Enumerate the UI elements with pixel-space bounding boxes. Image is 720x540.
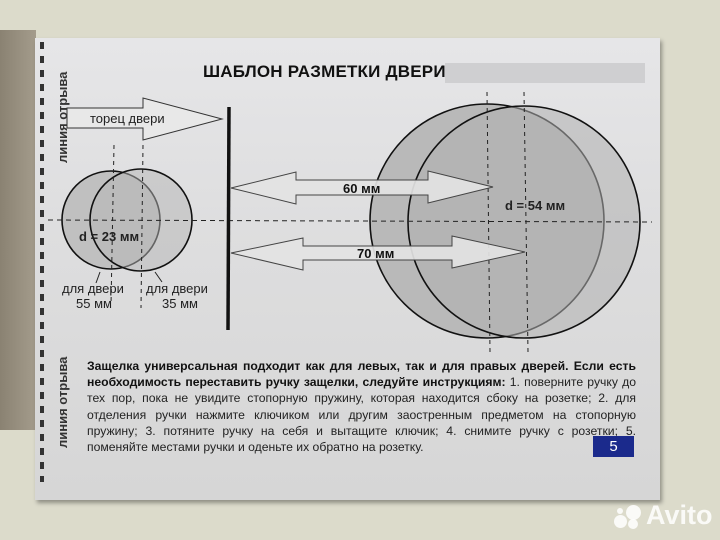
arrow-60mm: 60 мм [230,170,494,205]
large-hole-template [369,91,641,353]
avito-watermark: Avito [612,500,713,531]
instructions-steps: 1. поверните ручку до тех пор, пока не у… [87,375,636,455]
tear-line [40,42,44,482]
door-edge-line [226,106,231,331]
large-hole-diameter-label: d = 54 мм [505,198,565,213]
instructions-text: Защелка универсальная подходит как для л… [87,358,636,455]
door-edge-arrow-label: торец двери [90,111,165,126]
center-line [47,219,653,223]
caption-35-line1: для двери [146,281,208,296]
caption-55-line2: 55 мм [76,296,112,311]
page-title: ШАБЛОН РАЗМЕТКИ ДВЕРИ [203,62,446,81]
caption-55-line1: для двери [62,281,124,296]
arrow-70mm-label: 70 мм [357,246,394,261]
door-edge-arrow: торец двери [66,97,224,141]
arrow-70mm: 70 мм [230,235,526,271]
avito-logo-icon [612,503,644,529]
page-number-badge: 5 [593,436,634,457]
caption-55-pointer [95,271,101,284]
caption-35-line2: 35 мм [162,296,198,311]
arrow-60mm-label: 60 мм [343,181,380,196]
small-hole-diameter-label: d = 23 мм [79,229,139,244]
instructions-bold: Защелка универсальная подходит как для л… [87,359,636,390]
caption-35-pointer [154,271,163,283]
backdrop-shadow [0,30,36,430]
title-band [445,63,645,83]
avito-watermark-text: Avito [646,500,713,530]
